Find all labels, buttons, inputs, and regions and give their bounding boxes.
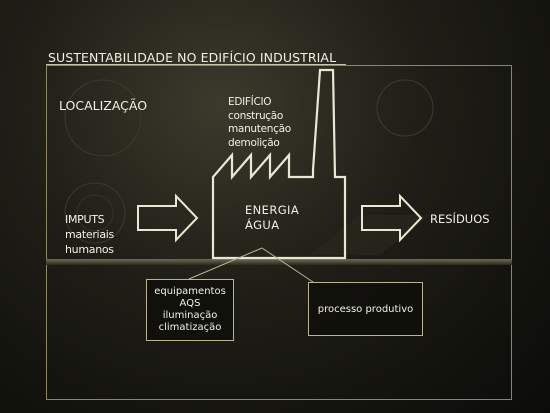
factory-center-text: ENERGIA ÁGUA	[245, 203, 299, 233]
edificio-item: demolição	[228, 136, 280, 149]
connector-processo	[261, 247, 314, 283]
decor-circle-left	[64, 79, 142, 157]
inputs-item: humanos	[65, 243, 114, 256]
title-underline	[46, 64, 346, 65]
inputs-heading: IMPUTS	[65, 213, 105, 226]
decor-circle-bottom	[64, 182, 126, 244]
localizacao-label: LOCALIZAÇÃO	[59, 98, 148, 113]
edificio-item: construção	[228, 109, 284, 122]
edificio-heading: EDIFÍCIO	[228, 96, 272, 108]
connector-equipamentos	[188, 247, 263, 280]
inputs-text-block: IMPUTS materiais humanos	[65, 212, 114, 257]
ground-line	[46, 259, 512, 265]
input-arrow-icon	[137, 193, 199, 243]
decor-circle-right	[376, 79, 434, 137]
edificio-text-block: EDIFÍCIO construção manutenção demolição	[228, 96, 291, 150]
inputs-item: materiais	[65, 228, 114, 241]
factory-icon	[211, 68, 347, 260]
equipamentos-item: iluminação	[162, 310, 218, 321]
equipamentos-item: equipamentos	[154, 286, 226, 297]
agua-label: ÁGUA	[245, 218, 280, 232]
edificio-item: manutenção	[228, 123, 291, 135]
equipamentos-item: climatização	[158, 322, 222, 333]
equipamentos-item: AQS	[179, 298, 201, 309]
slide-title: SUSTENTABILIDADE NO EDIFÍCIO INDUSTRIAL	[48, 50, 337, 65]
equipamentos-box: equipamentos AQS iluminação climatização	[146, 279, 234, 341]
slide-frame	[46, 65, 512, 400]
energia-label: ENERGIA	[245, 203, 300, 217]
processo-produtivo-label: processo produtivo	[317, 303, 414, 315]
residuos-label: RESÍDUOS	[430, 212, 490, 226]
output-arrow-icon	[361, 193, 423, 243]
decor-circle-inner	[76, 194, 114, 232]
processo-produtivo-box: processo produtivo	[308, 282, 423, 336]
factory-shadow	[310, 215, 430, 255]
